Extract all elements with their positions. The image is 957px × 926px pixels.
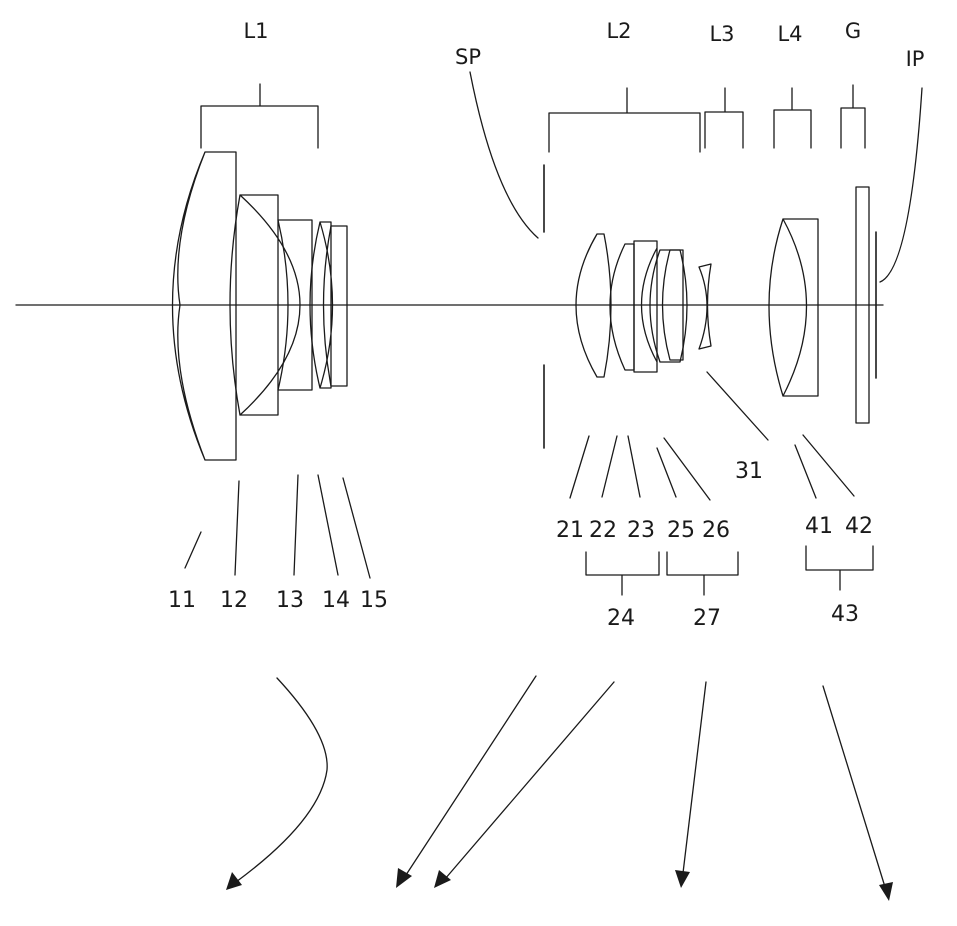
lens-element-31 [698, 263, 712, 350]
arrow-down-shaft [682, 681, 707, 874]
arrow-right-shaft [822, 685, 886, 888]
leader-sp [469, 71, 539, 239]
label-26: 26 [702, 518, 730, 543]
leader-22 [601, 435, 618, 498]
leader-31 [706, 371, 769, 441]
label-l3: L3 [709, 22, 734, 46]
label-15: 15 [360, 588, 388, 613]
lens-element-13 [277, 219, 313, 391]
arrow-left-2-shaft [444, 681, 615, 880]
arrow-left-2-head [434, 870, 451, 888]
label-sp: SP [455, 45, 481, 69]
glass-block-g [855, 186, 870, 424]
label-43: 43 [831, 602, 859, 627]
label-22: 22 [589, 518, 617, 543]
label-21: 21 [556, 518, 584, 543]
arrow-left-1-head [396, 868, 412, 888]
lens-element-14 [309, 221, 334, 389]
leader-15 [342, 477, 371, 579]
bracket-l3 [704, 87, 744, 149]
label-27: 27 [693, 606, 721, 631]
label-14: 14 [322, 588, 350, 613]
lens-element-11 [171, 151, 237, 461]
lens-element-41-42 [768, 218, 819, 397]
lens-element-12 [229, 194, 301, 416]
leader-ip [879, 87, 923, 283]
arrow-curved-shaft [235, 677, 328, 883]
leader-11 [184, 531, 202, 569]
leader-13 [293, 474, 299, 576]
label-25: 25 [667, 518, 695, 543]
lens-element-26 [661, 249, 684, 361]
arrow-down-head [675, 870, 690, 888]
label-23: 23 [627, 518, 655, 543]
leader-12 [234, 480, 240, 576]
label-l1: L1 [243, 19, 268, 43]
bracket-43 [805, 545, 874, 591]
lens-element-25 [649, 249, 688, 363]
lens-element-21 [575, 233, 612, 378]
label-41: 41 [805, 514, 833, 539]
label-42: 42 [845, 514, 873, 539]
lens-element-15 [322, 225, 348, 387]
label-13: 13 [276, 588, 304, 613]
label-31: 31 [735, 459, 763, 484]
label-ip: IP [906, 47, 925, 71]
leader-26 [663, 437, 711, 501]
bracket-l1 [200, 83, 319, 149]
label-l4: L4 [777, 22, 802, 46]
label-24: 24 [607, 606, 635, 631]
label-l2: L2 [606, 19, 631, 43]
bracket-l2 [548, 87, 701, 153]
label-g: G [845, 19, 861, 43]
lens-element-22 [609, 243, 635, 371]
label-11: 11 [168, 588, 196, 613]
arrow-left-1-shaft [403, 675, 537, 879]
bracket-24 [585, 551, 660, 596]
bracket-27 [666, 551, 739, 596]
arrow-right-head [879, 882, 893, 901]
lens-element-23 [633, 240, 658, 373]
leader-42 [802, 434, 855, 497]
leader-25 [656, 447, 677, 498]
leader-21 [569, 435, 590, 499]
leader-14 [317, 474, 339, 576]
label-12: 12 [220, 588, 248, 613]
leader-41 [794, 444, 817, 499]
bracket-l4 [773, 87, 812, 149]
arrow-curved-head [226, 872, 242, 890]
leader-23 [627, 435, 641, 498]
bracket-g [840, 84, 866, 149]
